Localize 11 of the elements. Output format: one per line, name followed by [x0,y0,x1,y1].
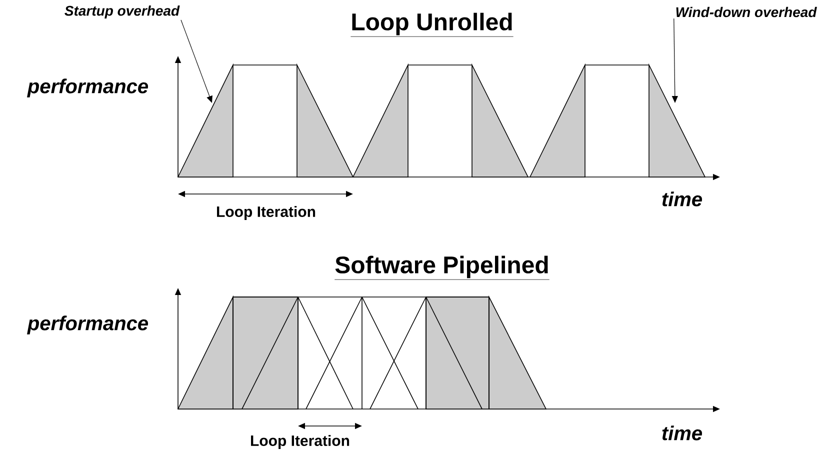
axis-label: performance [27,78,148,98]
annotation-text: Startup overhead [64,5,180,19]
dimension-label: Loop Iteration [251,435,350,449]
chart-title: Loop Unrolled [350,12,514,37]
chart-title: Software Pipelined [334,256,550,280]
axis-label: time [662,192,702,206]
axis-label: time [662,426,702,440]
axis-label: performance [27,316,148,334]
leader-line [180,20,212,103]
dimension-label: Loop Iteration [217,206,316,220]
annotation-text: Wind-down overhead [676,6,817,18]
